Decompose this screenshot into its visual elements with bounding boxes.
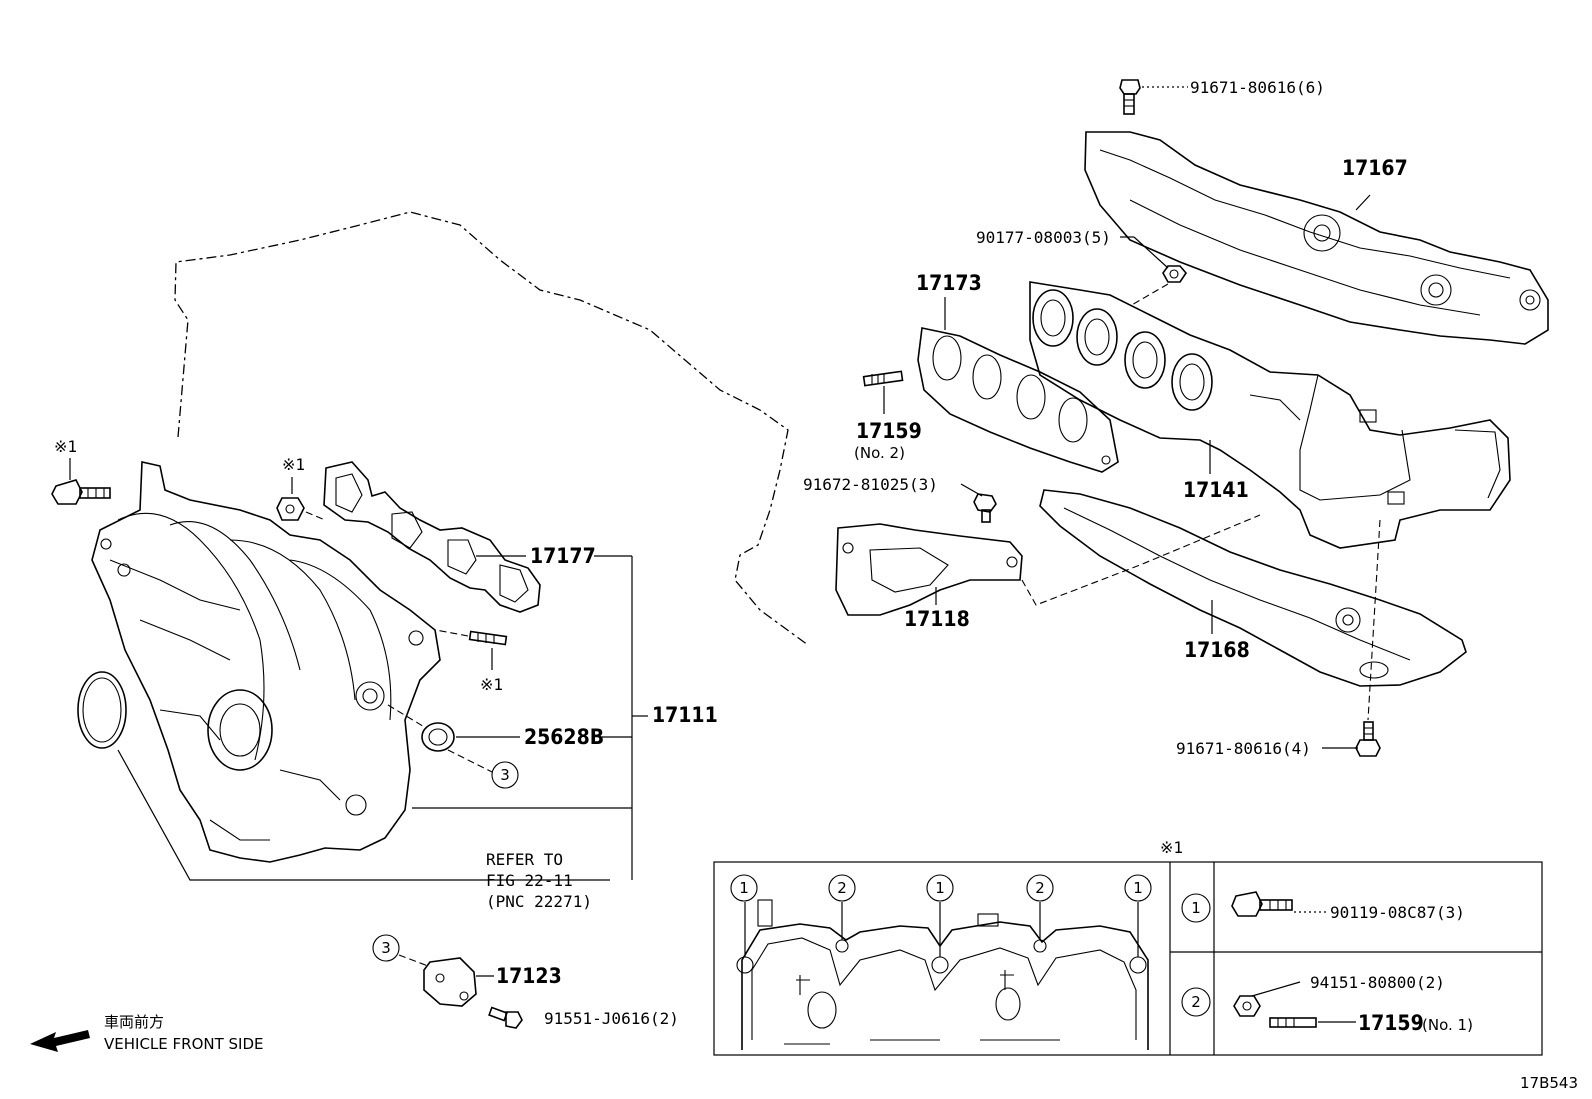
table-callout-2-b: [1026, 874, 1054, 902]
nut-intake: [276, 497, 305, 521]
table-label-17159: 17159: [1358, 1011, 1424, 1035]
gasket-25628b: [421, 722, 455, 752]
label-25628b: 25628B: [524, 725, 604, 749]
detail-table: [713, 861, 1543, 1056]
label-17168: 17168: [1184, 638, 1250, 662]
exhaust-manifold-gasket: [917, 327, 1119, 473]
table-callout-1-c-text: 1: [1133, 879, 1143, 897]
table-callout-2-a: [828, 874, 856, 902]
label-vehicle-front-jp: 車両前方: [104, 1013, 164, 1031]
nut-90177-08003: [1162, 265, 1188, 283]
table-callout-2-b-text: 2: [1035, 879, 1045, 897]
stud-17159-no2: [862, 370, 904, 387]
throttle-body-gasket: [77, 671, 127, 749]
table-callout-1-b: [926, 874, 954, 902]
label-17118: 17118: [904, 607, 970, 631]
vehicle-front-arrow-icon: [30, 1030, 90, 1052]
engine-outline: [174, 211, 809, 646]
callout-3-b-text: 3: [381, 939, 391, 957]
exhaust-manifold-heat-insulator-lower: [1039, 489, 1467, 687]
table-callout-2-a-text: 2: [837, 879, 847, 897]
callout-3-a: [491, 761, 519, 789]
table-callout-1-a-text: 1: [739, 879, 749, 897]
bolt-91551-j0616: [488, 1006, 523, 1029]
stud-17159-no1: [1269, 1017, 1317, 1028]
label-91671-80616-6: 91671-80616(6): [1190, 78, 1325, 97]
label-91672-81025-3: 91672-81025(3): [803, 475, 938, 494]
label-91671-80616-4: 91671-80616(4): [1176, 739, 1311, 758]
intake-flange-detail: [736, 899, 1149, 1050]
exhaust-manifold-converter: [1029, 281, 1511, 549]
label-pnc-22271: (PNC 22271): [486, 892, 592, 911]
label-refer-to: REFER TO: [486, 850, 563, 869]
label-17123: 17123: [496, 964, 562, 988]
callout-3-b: [372, 934, 400, 962]
bolt-intake-left: [51, 479, 111, 505]
label-fig-22-11: FIG 22-11: [486, 871, 573, 890]
label-91551-j0616-2: 91551-J0616(2): [544, 1009, 679, 1028]
table-label-no1: (No. 1): [1422, 1016, 1473, 1034]
label-17111: 17111: [652, 703, 718, 727]
label-90177-08003-5: 90177-08003(5): [976, 228, 1111, 247]
table-label-94151-80800-2: 94151-80800(2): [1310, 973, 1445, 992]
legend-callout-2-text: 2: [1191, 993, 1201, 1011]
diagram-code: 17B543: [1520, 1074, 1578, 1092]
table-label-90119-08c87-3: 90119-08C87(3): [1330, 903, 1465, 922]
bolt-91671-80616-bottom: [1355, 721, 1381, 757]
ref-mark-1-table: ※1: [1160, 838, 1183, 857]
table-callout-1-c: [1124, 874, 1152, 902]
stud-intake: [468, 630, 508, 646]
legend-callout-1-text: 1: [1191, 899, 1201, 917]
label-17177: 17177: [530, 544, 596, 568]
table-callout-1-a: [730, 874, 758, 902]
label-17159-no2: 17159: [856, 419, 922, 443]
ref-mark-1-a: ※1: [54, 437, 77, 456]
bolt-91671-80616-top: [1119, 79, 1188, 115]
table-callout-1-b-text: 1: [935, 879, 945, 897]
label-17167: 17167: [1342, 156, 1408, 180]
legend-callout-2: [1181, 987, 1211, 1017]
callout-3-a-text: 3: [500, 766, 510, 784]
ref-mark-1-c: ※1: [480, 675, 503, 694]
nut-94151-80800: [1233, 995, 1261, 1017]
legend-callout-1: [1181, 893, 1211, 923]
cover-17123: [423, 957, 477, 1007]
ref-mark-1-b: ※1: [282, 455, 305, 474]
exhaust-manifold-heat-insulator-upper: [1084, 131, 1549, 345]
intake-manifold-gasket: [323, 461, 541, 613]
label-17141: 17141: [1183, 478, 1249, 502]
label-17173: 17173: [916, 271, 982, 295]
bolt-91672-81025: [973, 493, 997, 523]
bolt-90119-08c87: [1231, 891, 1293, 917]
intake-manifold: [91, 461, 441, 863]
label-vehicle-front-en: VEHICLE FRONT SIDE: [104, 1035, 264, 1053]
manifold-stay-17118: [835, 523, 1023, 616]
label-no2: (No. 2): [854, 444, 905, 462]
